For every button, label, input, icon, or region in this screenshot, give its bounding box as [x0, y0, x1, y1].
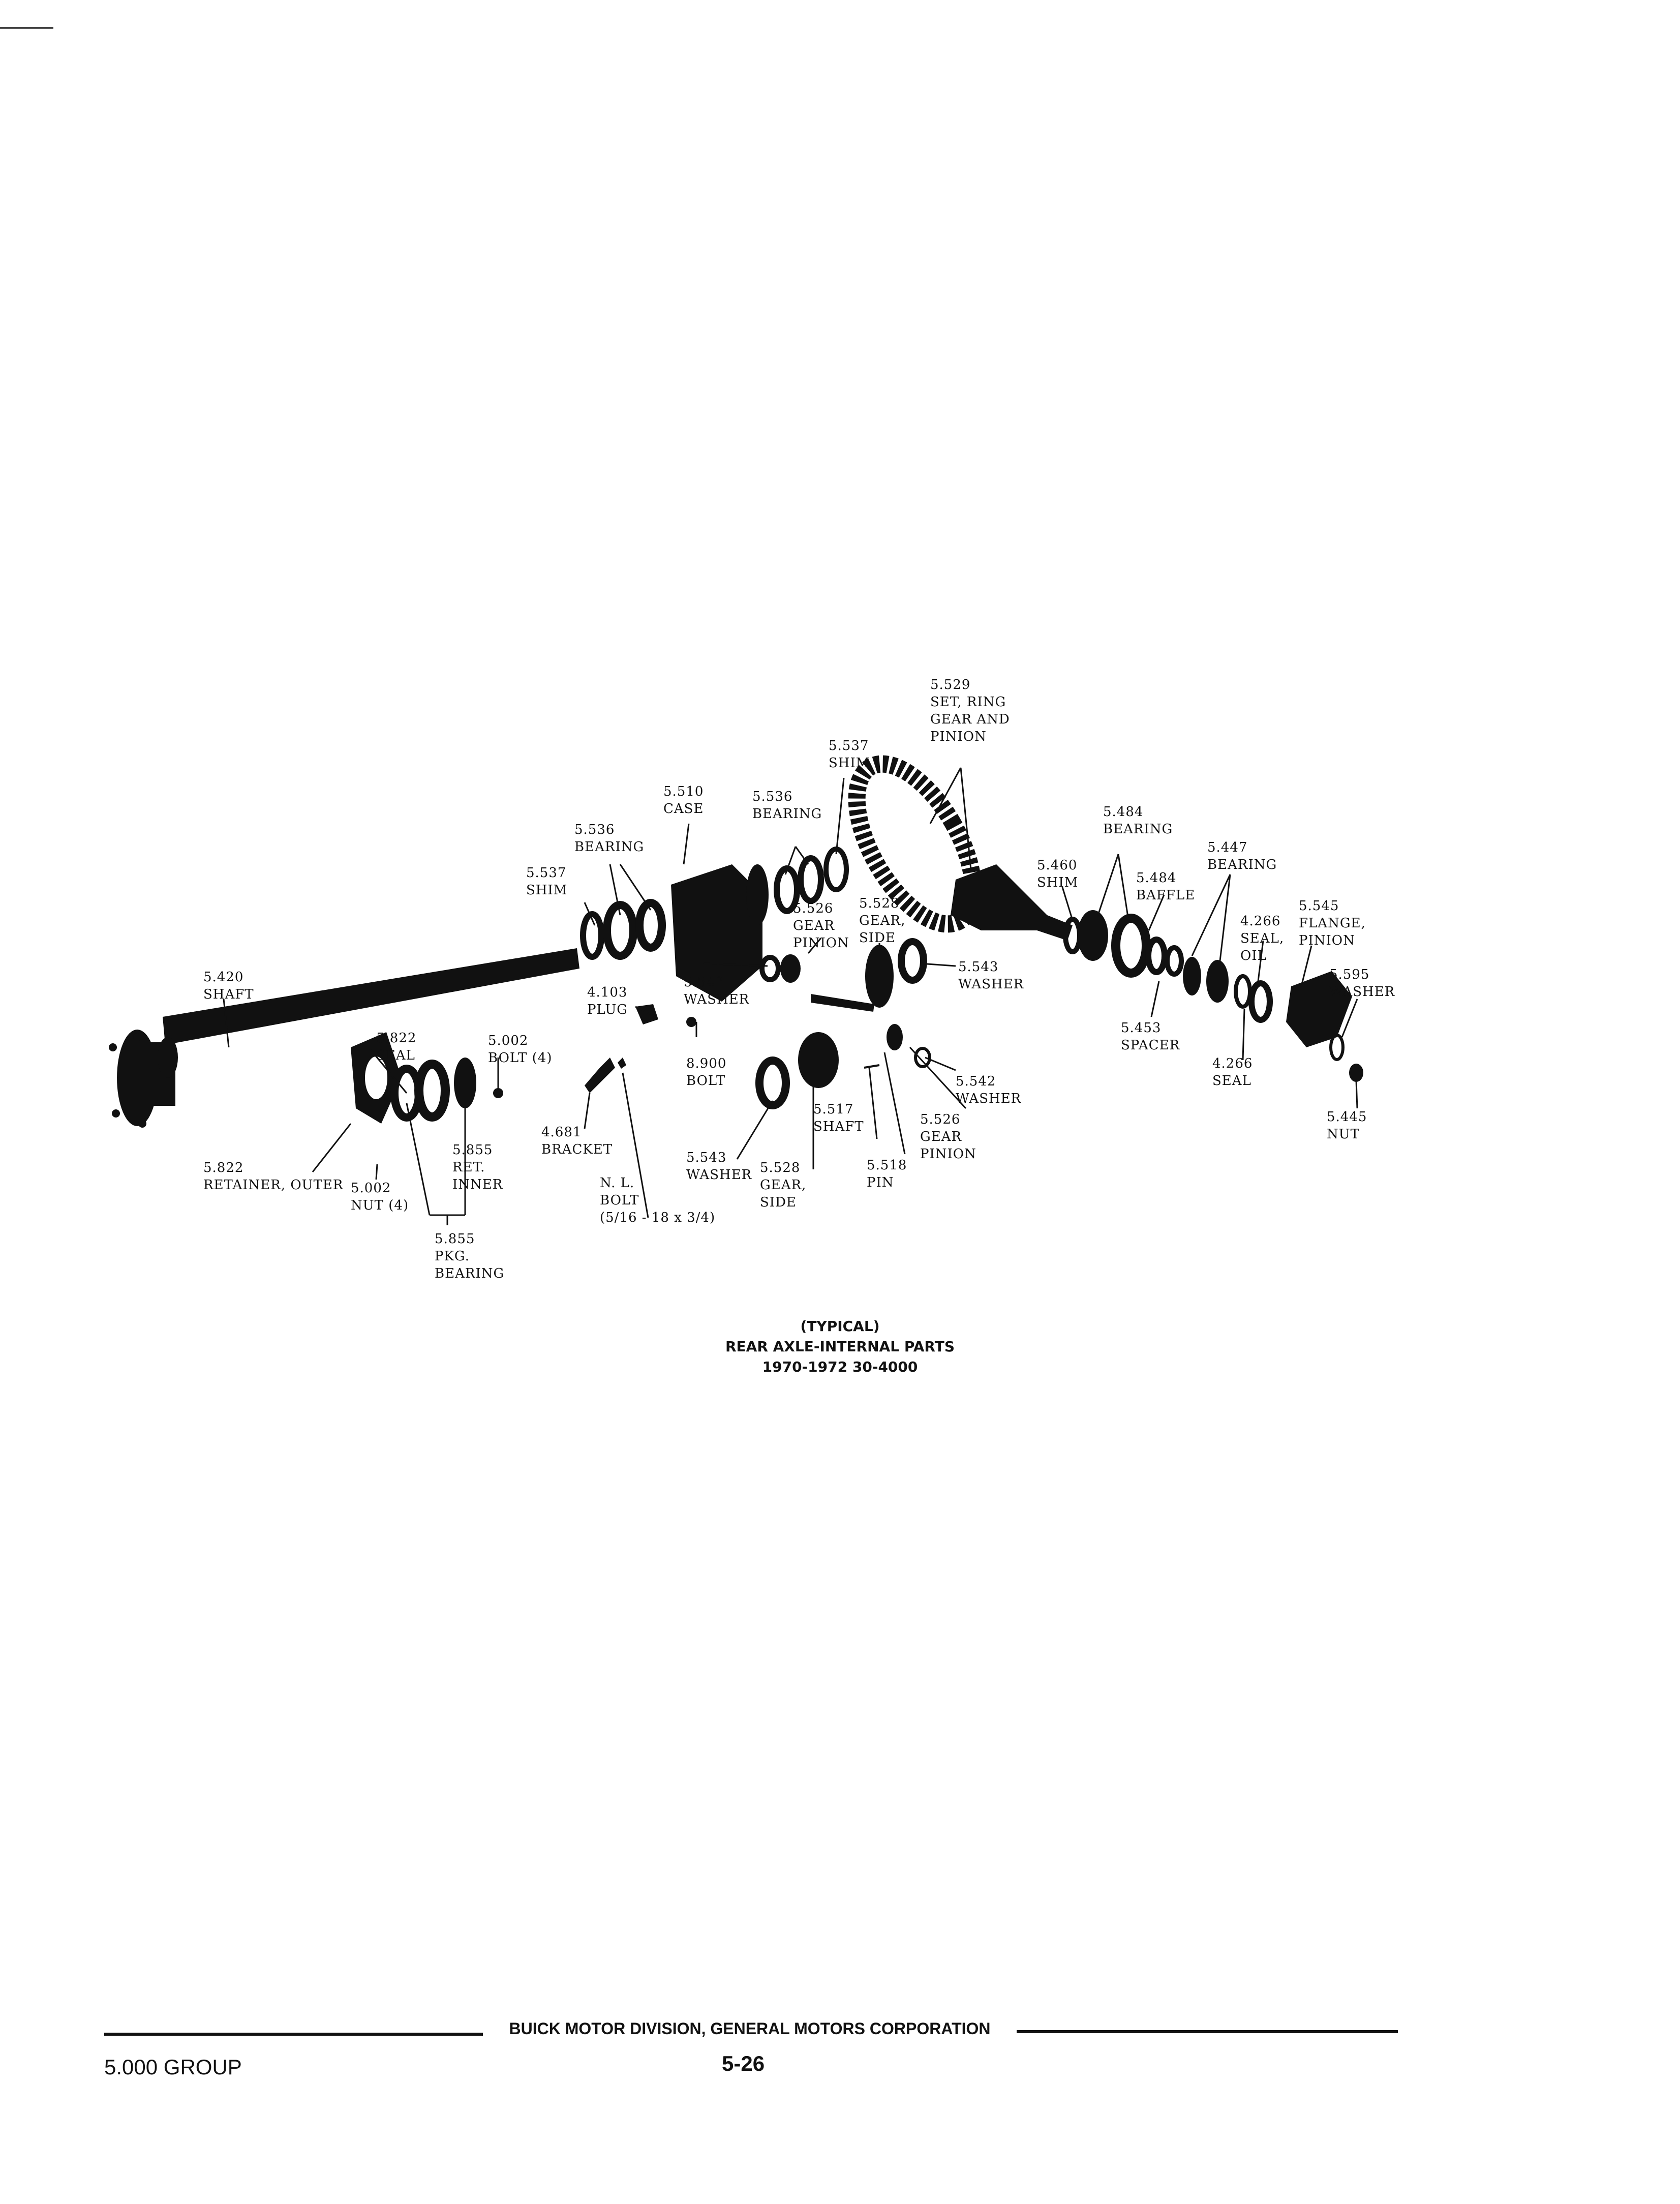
- label-seal-4266: 4.266 SEAL: [1212, 1056, 1253, 1089]
- outer-retainer-plate: [351, 1032, 402, 1124]
- label-washer-5543-bottom: 5.543 WASHER: [686, 1150, 752, 1183]
- caption-model-years: 1970-1972 30-4000: [762, 1358, 918, 1375]
- label-nl-bolt: N. L. BOLT (5/16 - 18 x 3/4): [600, 1175, 716, 1225]
- differential-internal-gears: [585, 938, 931, 1109]
- companion-flange: [1286, 971, 1363, 1082]
- label-nut-5445: 5.445 NUT: [1327, 1109, 1367, 1142]
- footer-publisher: BUICK MOTOR DIVISION, GENERAL MOTORS COR…: [509, 2019, 991, 2038]
- label-gear-pinion-5526-top: 5.526 GEAR PINION: [793, 901, 849, 951]
- caption-typical: (TYPICAL): [800, 1318, 880, 1335]
- footer-page-number: 5-26: [722, 2051, 765, 2075]
- ring-gear: [848, 755, 982, 933]
- caption-title: REAR AXLE-INTERNAL PARTS: [725, 1338, 955, 1355]
- label-plug-4103: 4.103 PLUG: [587, 985, 628, 1017]
- label-bearing-5536-left: 5.536 BEARING: [574, 822, 645, 855]
- label-spacer-5453: 5.453 SPACER: [1121, 1020, 1180, 1053]
- label-gear-pinion-5526-bottom: 5.526 GEAR PINION: [920, 1112, 976, 1162]
- label-washer-5542-right: 5.542 WASHER: [956, 1074, 1022, 1106]
- drive-pinion: [951, 864, 1073, 941]
- leader-lines: [223, 767, 1358, 1225]
- label-gear-side-5528-bottom: 5.528 GEAR, SIDE: [760, 1160, 807, 1210]
- footer-group: 5.000 GROUP: [104, 2055, 242, 2079]
- label-bearing-5447: 5.447 BEARING: [1207, 840, 1277, 872]
- label-set-ring-gear-pinion-5529: 5.529 SET, RING GEAR AND PINION: [930, 677, 1010, 744]
- footer-rule-right: [1017, 2030, 1398, 2033]
- label-seal-oil-4266: 4.266 SEAL, OIL: [1240, 914, 1285, 963]
- label-ret-inner-5855: 5.855 RET. INNER: [452, 1142, 503, 1192]
- differential-case-assembly: [580, 864, 769, 1002]
- label-washer-5542-left: 5.542 WASHER: [684, 975, 750, 1007]
- label-bolt-8900: 8.900 BOLT: [686, 1056, 727, 1089]
- axle-seal-rings: [390, 1058, 503, 1122]
- label-shim-5537-left: 5.537 SHIM: [526, 865, 568, 898]
- label-baffle-5484: 5.484 BAFFLE: [1136, 870, 1196, 903]
- label-shim-5460: 5.460 SHIM: [1037, 858, 1079, 890]
- label-shaft-5517: 5.517 SHAFT: [813, 1102, 864, 1134]
- label-bracket-4681: 4.681 BRACKET: [541, 1125, 613, 1157]
- label-shaft-5420: 5.420 SHAFT: [203, 970, 254, 1002]
- label-washer-5543-right: 5.543 WASHER: [958, 959, 1024, 992]
- pinion-bearing-stack: [1063, 910, 1273, 1023]
- label-gear-side-5528-top: 5.528 GEAR, SIDE: [859, 896, 906, 946]
- label-bearing-5536-right: 5.536 BEARING: [752, 789, 822, 822]
- label-seal-5822: 5.822 SEAL: [376, 1031, 417, 1063]
- label-bolt-5002: 5.002 BOLT (4): [488, 1033, 553, 1066]
- label-pkg-bearing-5855: 5.855 PKG. BEARING: [435, 1231, 505, 1281]
- label-case-5510: 5.510 CASE: [663, 784, 704, 817]
- label-washer-5595: 5.595 WASHER: [1329, 967, 1395, 1000]
- footer-rule-left: [104, 2033, 483, 2036]
- axle-shaft-illustration: [109, 948, 579, 1128]
- label-retainer-outer-5822: 5.822 RETAINER, OUTER: [203, 1160, 344, 1193]
- label-bearing-5484: 5.484 BEARING: [1103, 804, 1173, 837]
- label-nut-5002: 5.002 NUT (4): [351, 1181, 409, 1213]
- label-shim-5537-top: 5.537 SHIM: [829, 738, 870, 771]
- label-flange-pinion-5545: 5.545 FLANGE, PINION: [1299, 898, 1366, 948]
- label-pin-5518: 5.518 PIN: [867, 1158, 907, 1190]
